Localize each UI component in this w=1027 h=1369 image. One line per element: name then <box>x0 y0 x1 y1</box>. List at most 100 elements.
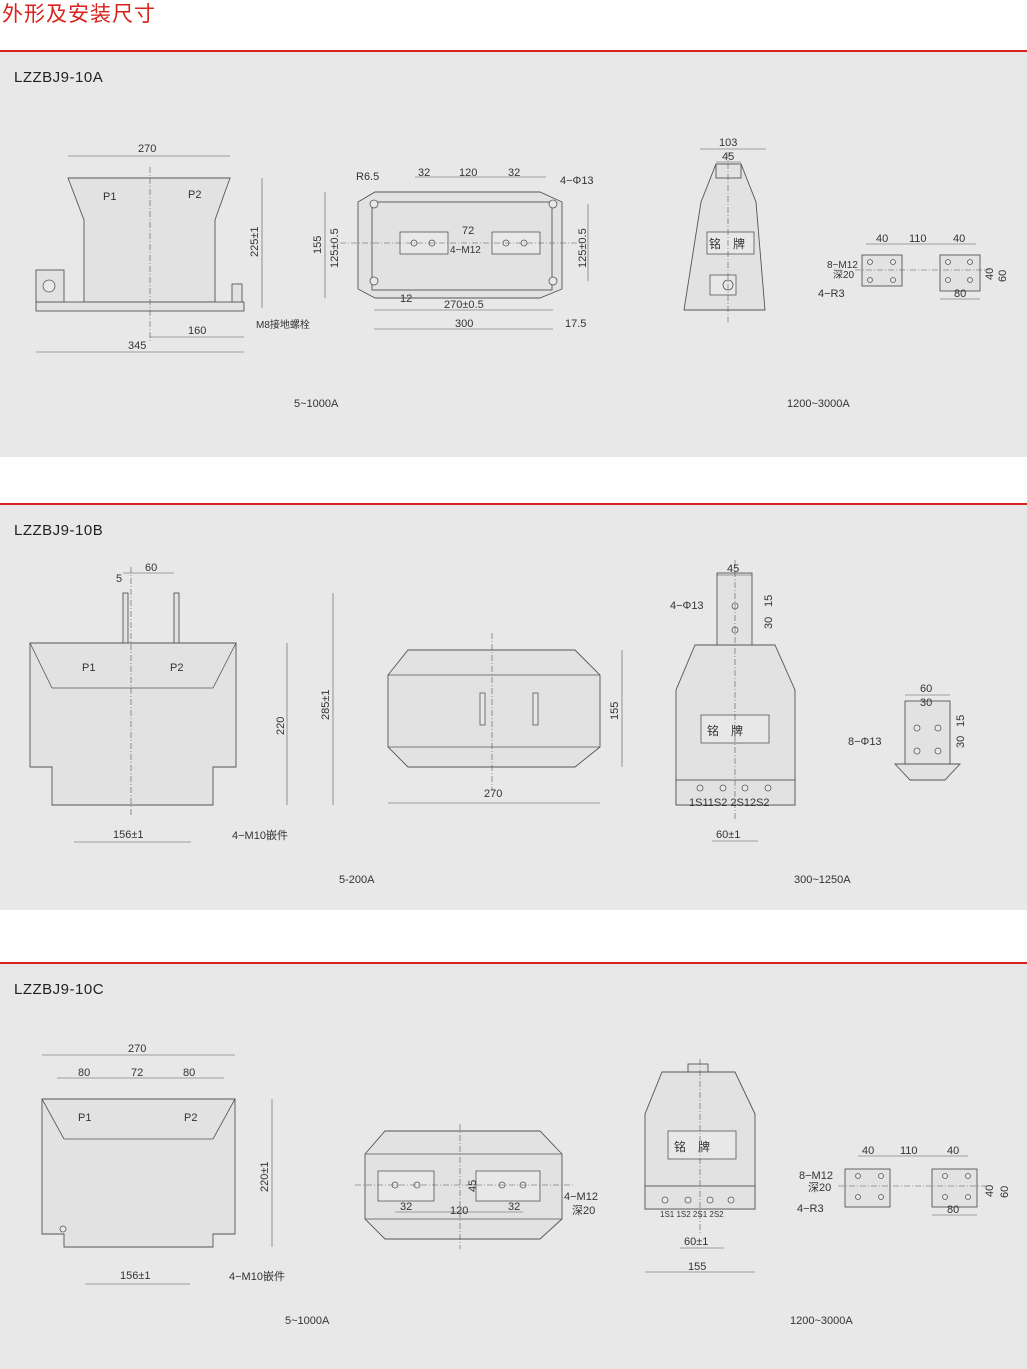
caption-right: 1200~3000A <box>790 1315 853 1327</box>
label: 1S1 1S2 2S1 2S2 <box>660 1210 724 1219</box>
top-view-b: 155 270 <box>387 633 623 804</box>
label: 4−Φ13 <box>560 175 594 187</box>
side-view-b: 45 4−Φ13 15 30 铭 牌 1S11S2 2S12S2 60±1 <box>670 560 796 842</box>
label: 156±1 <box>120 1270 151 1282</box>
label: P1 <box>82 662 95 674</box>
label: 60 <box>920 683 932 695</box>
label: 40 <box>862 1145 874 1157</box>
label: 80 <box>954 288 966 300</box>
label: 40 <box>876 233 888 245</box>
label: 345 <box>128 340 146 352</box>
label: 125±0.5 <box>577 228 589 268</box>
label: 4−Φ13 <box>670 600 704 612</box>
label: 60±1 <box>716 829 740 841</box>
label: R6.5 <box>356 171 379 183</box>
label: P1 <box>103 191 116 203</box>
label: 30 <box>763 617 775 629</box>
label: 45 <box>467 1180 479 1192</box>
caption-left: 5~1000A <box>285 1315 330 1327</box>
label: 60 <box>999 1186 1011 1198</box>
label: 32 <box>418 167 430 179</box>
label: 60 <box>997 270 1009 282</box>
label: 30 <box>955 736 967 748</box>
section-title: LZZBJ9-10A <box>14 69 104 86</box>
caption-right: 1200~3000A <box>787 398 850 410</box>
label: 5 <box>116 573 122 585</box>
label: 156±1 <box>113 829 144 841</box>
label: 32 <box>400 1201 412 1213</box>
label: 铭 牌 <box>674 1139 710 1154</box>
label: 4−M10嵌件 <box>232 829 288 842</box>
label: 深20 <box>572 1204 595 1217</box>
drawing-b: 5 60 P1 P2 220 285±1 156±1 4−M10嵌件 155 2… <box>29 560 967 843</box>
label: 8−M12 <box>827 260 858 271</box>
caption-right: 300~1250A <box>794 874 851 886</box>
caption-left: 5~1000A <box>294 398 339 410</box>
section-title: LZZBJ9-10C <box>14 981 105 998</box>
label: 72 <box>131 1067 143 1079</box>
label: 110 <box>900 1145 918 1157</box>
label: 155 <box>609 702 621 720</box>
label: 1S11S2 2S12S2 <box>689 797 770 809</box>
label: 103 <box>719 137 737 149</box>
label: 32 <box>508 167 520 179</box>
label: 125±0.5 <box>329 228 341 268</box>
label: 80 <box>78 1067 90 1079</box>
label: 72 <box>462 225 474 237</box>
label: 40 <box>984 1185 996 1197</box>
label: 120 <box>459 167 477 179</box>
side-view-c: 铭 牌 1S1 1S2 2S1 2S2 60±1 155 <box>644 1059 756 1273</box>
label: 4−M12 <box>564 1191 598 1203</box>
label: 40 <box>984 268 996 280</box>
label: P2 <box>184 1112 197 1124</box>
label: 铭 牌 <box>707 723 743 738</box>
label: 12 <box>400 293 412 305</box>
terminal-view-c: 40 110 40 8−M12 深20 4−R3 80 40 60 <box>797 1145 1011 1216</box>
label: 80 <box>183 1067 195 1079</box>
label: 155 <box>312 236 324 254</box>
label: P2 <box>170 662 183 674</box>
label: 120 <box>450 1205 468 1217</box>
label: 110 <box>909 233 927 245</box>
label: 32 <box>508 1201 520 1213</box>
label: 225±1 <box>249 226 261 257</box>
label: 220 <box>275 717 287 735</box>
page-title: 外形及安装尺寸 <box>2 2 156 26</box>
side-view-a: 103 45 铭 牌 <box>683 137 766 322</box>
label: P1 <box>78 1112 91 1124</box>
label: 40 <box>953 233 965 245</box>
label: 30 <box>920 697 932 709</box>
label: 270±0.5 <box>444 299 484 311</box>
label: 270 <box>484 788 502 800</box>
label: 深20 <box>808 1181 831 1194</box>
front-view-c: 270 80 72 80 P1 P2 220±1 156±1 4−M10嵌件 <box>41 1043 285 1285</box>
section-lzzbj9-10c: LZZBJ9-10C 5~1000A 1200~3000A 270 80 72 … <box>0 962 1027 1369</box>
front-view-a: 270 P1 P2 225±1 160 345 M8接地螺栓 <box>35 143 310 353</box>
label: 45 <box>727 563 739 575</box>
label: 60±1 <box>684 1236 708 1248</box>
front-view-b: 5 60 P1 P2 220 285±1 156±1 4−M10嵌件 <box>29 562 334 843</box>
label: 155 <box>688 1261 706 1273</box>
label: 15 <box>955 715 967 727</box>
label: 深20 <box>833 269 855 281</box>
top-view-a: R6.5 32 120 32 4−Φ13 72 4−M12 155 125±0.… <box>312 167 594 330</box>
label: M8接地螺栓 <box>256 318 310 331</box>
label: 4−R3 <box>818 288 845 300</box>
label: P2 <box>188 189 201 201</box>
label: 铭 牌 <box>709 236 745 251</box>
label: 300 <box>455 318 473 330</box>
label: 17.5 <box>565 318 586 330</box>
label: 220±1 <box>259 1161 271 1192</box>
terminal-view-b: 60 30 8−Φ13 15 30 <box>848 683 967 781</box>
label: 8−M12 <box>799 1170 833 1182</box>
section-title: LZZBJ9-10B <box>14 522 104 539</box>
drawing-a: 270 P1 P2 225±1 160 345 M8接地螺栓 R6.5 32 1 <box>35 137 1009 353</box>
top-view-c: 45 32 120 32 4−M12 深20 <box>355 1124 598 1249</box>
terminal-view-a: 40 110 40 8−M12 深20 4−R3 80 40 60 <box>818 233 1009 300</box>
label: 80 <box>947 1204 959 1216</box>
label: 60 <box>145 562 157 574</box>
label: 4−M12 <box>450 245 481 256</box>
label: 270 <box>128 1043 146 1055</box>
label: 285±1 <box>320 689 332 720</box>
label: 4−R3 <box>797 1203 824 1215</box>
